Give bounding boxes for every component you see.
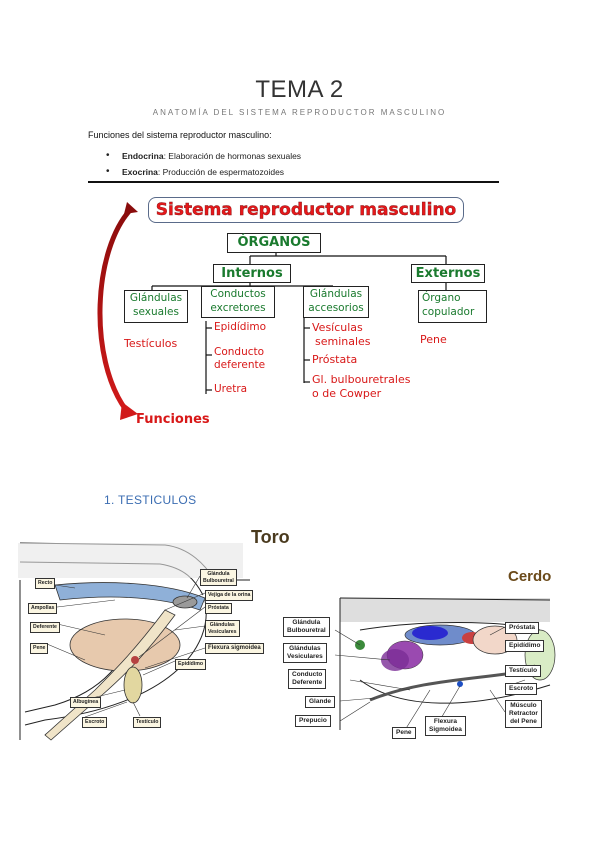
toro-label-pene: Pene xyxy=(30,643,49,654)
spine-region xyxy=(340,598,550,622)
vesicular-gland-shape-2 xyxy=(381,649,409,671)
glandulas-sexuales-box: Glándulas sexuales xyxy=(124,290,188,323)
toro-label-testiculo: Testículo xyxy=(133,717,162,728)
tag-line: Músculo xyxy=(510,702,537,709)
toro-label-vesiculares: Glándulas Vesiculares xyxy=(205,620,240,637)
epididimo-label: Epidídimo xyxy=(214,321,267,333)
toro-label-vejiga: Vejiga de la orina xyxy=(205,590,254,601)
tag-line: Sigmoidea xyxy=(429,726,462,733)
organos-box: ÓRGANOS xyxy=(227,233,321,253)
tag-line: Retractor xyxy=(509,710,538,717)
prostata-label: Próstata xyxy=(312,353,358,366)
tag-line: Flexura xyxy=(433,718,457,725)
toro-label-albuginea: Albugínea xyxy=(70,697,102,708)
externos-box: Externos xyxy=(411,264,485,283)
tag-line: Glándula xyxy=(292,619,321,626)
cerdo-label-escroto: Escroto xyxy=(505,683,538,695)
flexure-marker xyxy=(457,681,463,687)
tag-line: Bulbouretral xyxy=(287,627,326,634)
tag-line: Conducto xyxy=(292,671,323,678)
function-desc: : Elaboración de hormonas sexuales xyxy=(163,151,302,161)
cerdo-title: Cerdo xyxy=(508,568,552,585)
tag-line: Deferente xyxy=(292,679,323,686)
toro-label-recto: Recto xyxy=(35,578,56,589)
functions-intro: Funciones del sistema reproductor mascul… xyxy=(88,130,272,140)
testiculos-label: Testículos xyxy=(124,337,178,350)
box-line: copulador xyxy=(422,306,475,318)
cut-off-heading: Funciones xyxy=(136,412,210,426)
label-line: Gl. bulbouretrales xyxy=(312,373,411,386)
list-item: Exocrina: Producción de espermatozoides xyxy=(106,166,301,177)
toro-label-epididimo: Epidídimo xyxy=(175,659,207,670)
bulbouretrales-label: Gl. bulbouretrales o de Cowper xyxy=(312,373,410,401)
penis-shape xyxy=(44,609,176,741)
toro-label-deferente: Deferente xyxy=(30,622,60,633)
uretra-label: Uretra xyxy=(214,383,248,395)
box-line: excretores xyxy=(210,302,266,314)
cerdo-anatomy-illustration xyxy=(334,597,556,731)
tag-line: Glándulas xyxy=(289,645,321,652)
cerdo-label-prepucio: Prepucio xyxy=(295,715,331,727)
toro-leaders xyxy=(41,575,206,718)
box-line: Glándulas xyxy=(309,288,363,300)
cerdo-label-flexura: Flexura Sigmoidea xyxy=(425,716,466,736)
testis-shape xyxy=(123,666,143,704)
organo-copulador-box: Órgano copulador xyxy=(418,290,487,323)
cerdo-label-testiculo: Testículo xyxy=(505,665,542,677)
cerdo-label-conducto-deferente: Conducto Deferente xyxy=(288,669,327,689)
box-line: Glándulas xyxy=(129,292,183,304)
label-line: Conducto xyxy=(214,346,265,358)
conducto-deferente-label: Conducto deferente xyxy=(214,346,265,372)
concept-map: Sistema reproductor masculino ÓRGANOS In… xyxy=(88,188,508,426)
cerdo-label-bulbouretral: Glándula Bulbouretral xyxy=(283,617,330,637)
toro-anatomy-illustration xyxy=(18,542,250,741)
page-title: TEMA 2 xyxy=(255,76,344,103)
cerdo-label-musculo: Músculo Retractor del Pene xyxy=(505,700,542,728)
cerdo-label-epididimo: Epidídimo xyxy=(505,640,545,652)
tag-line: del Pene xyxy=(510,718,537,725)
glandulas-accesorios-box: Glándulas accesorios xyxy=(303,286,369,318)
vesiculas-label: Vesículas seminales xyxy=(312,321,371,349)
conductos-excretores-box: Conductos excretores xyxy=(201,286,275,318)
tag-line: Glándula xyxy=(207,571,230,577)
functions-list: Endocrina: Elaboración de hormonas sexua… xyxy=(106,150,302,183)
label-line: o de Cowper xyxy=(312,387,382,400)
toro-label-escroto: Escroto xyxy=(82,717,108,728)
list-item: Endocrina: Elaboración de hormonas sexua… xyxy=(106,150,302,161)
prostate-shape xyxy=(412,626,448,640)
concept-map-title: Sistema reproductor masculino xyxy=(148,197,464,223)
cerdo-label-vesiculares: Glándulas Vesiculares xyxy=(283,643,327,663)
label-line: deferente xyxy=(214,359,266,371)
label-line: seminales xyxy=(315,335,371,348)
box-line: accesorios xyxy=(308,302,364,314)
page-subtitle: ANATOMÍA DEL SISTEMA REPRODUCTOR MASCULI… xyxy=(152,108,447,117)
divider xyxy=(88,181,499,183)
pene-label: Pene xyxy=(420,333,447,346)
function-term: Endocrina xyxy=(122,151,164,161)
cerdo-label-prostata: Próstata xyxy=(505,622,540,634)
prostate-shape xyxy=(131,656,139,664)
tag-line: Vesiculares xyxy=(287,653,323,660)
cerdo-label-glande: Glande xyxy=(305,696,336,708)
rectum-shape xyxy=(54,582,206,611)
toro-title: Toro xyxy=(251,527,290,547)
tag-line: Glándulas xyxy=(209,622,235,628)
section-heading: 1. TESTICULOS xyxy=(104,493,197,507)
toro-label-prostata: Próstata xyxy=(205,603,232,614)
function-term: Exocrina xyxy=(122,167,158,177)
tag-line: Vesiculares xyxy=(208,628,237,635)
tag-line: Bulbouretral xyxy=(203,577,234,584)
toro-label-ampollas: Ampollas xyxy=(28,603,58,614)
box-line: Órgano xyxy=(422,292,461,304)
box-line: sexuales xyxy=(133,306,179,318)
toro-label-flexura: Flexura sigmoidea xyxy=(205,643,264,654)
toro-label-bulbouretral: Glándula Bulbouretral xyxy=(200,569,237,586)
function-desc: : Producción de espermatozoides xyxy=(157,167,285,177)
cerdo-label-pene: Pene xyxy=(392,727,416,739)
box-line: Conductos xyxy=(210,288,266,300)
label-line: Vesículas xyxy=(312,321,363,334)
internos-box: Internos xyxy=(213,264,291,283)
